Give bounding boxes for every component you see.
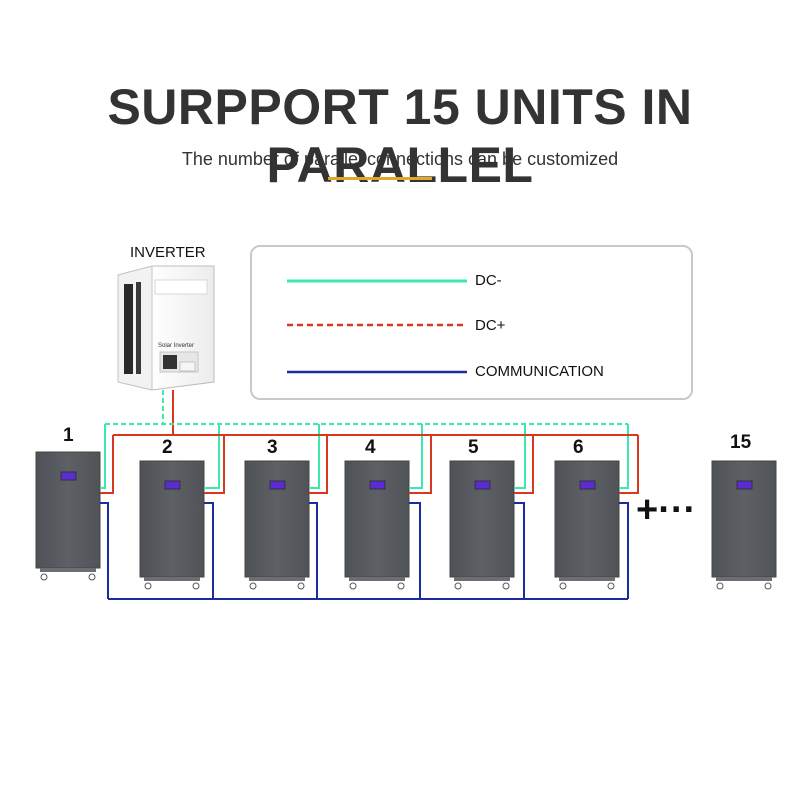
legend-label-dc-plus: DC+ <box>475 317 506 334</box>
unit-number-2: 2 <box>162 437 173 458</box>
battery-unit-1 <box>35 451 101 581</box>
dc-minus-wiring <box>100 423 629 489</box>
battery-unit-15 <box>711 460 777 590</box>
page-subtitle: The number of parallel connections can b… <box>181 149 619 169</box>
battery-unit-6 <box>554 460 620 590</box>
legend-label-communication: COMMUNICATION <box>475 363 604 380</box>
inverter-unit: Solar Inverter <box>117 265 215 391</box>
inverter-label: INVERTER <box>130 244 206 261</box>
battery-unit-3 <box>244 460 310 590</box>
unit-number-3: 3 <box>267 437 278 458</box>
dc-plus-wiring <box>100 434 639 494</box>
unit-number-6: 6 <box>573 437 584 458</box>
unit-number-5: 5 <box>468 437 479 458</box>
legend-box <box>250 245 693 400</box>
unit-number-4: 4 <box>365 437 376 458</box>
page-title: SURPPORT 15 UNITS IN PARALLEL <box>107 79 693 193</box>
inverter-panel-text: Solar Inverter <box>158 343 194 349</box>
title-underline <box>328 177 432 180</box>
communication-wiring <box>100 502 629 600</box>
legend-label-dc-minus: DC- <box>475 272 502 289</box>
battery-unit-4 <box>344 460 410 590</box>
continuation-symbol: +··· <box>636 489 697 531</box>
battery-unit-5 <box>449 460 515 590</box>
unit-number-1: 1 <box>63 425 74 446</box>
unit-number-15: 15 <box>730 432 752 453</box>
battery-unit-2 <box>139 460 205 590</box>
